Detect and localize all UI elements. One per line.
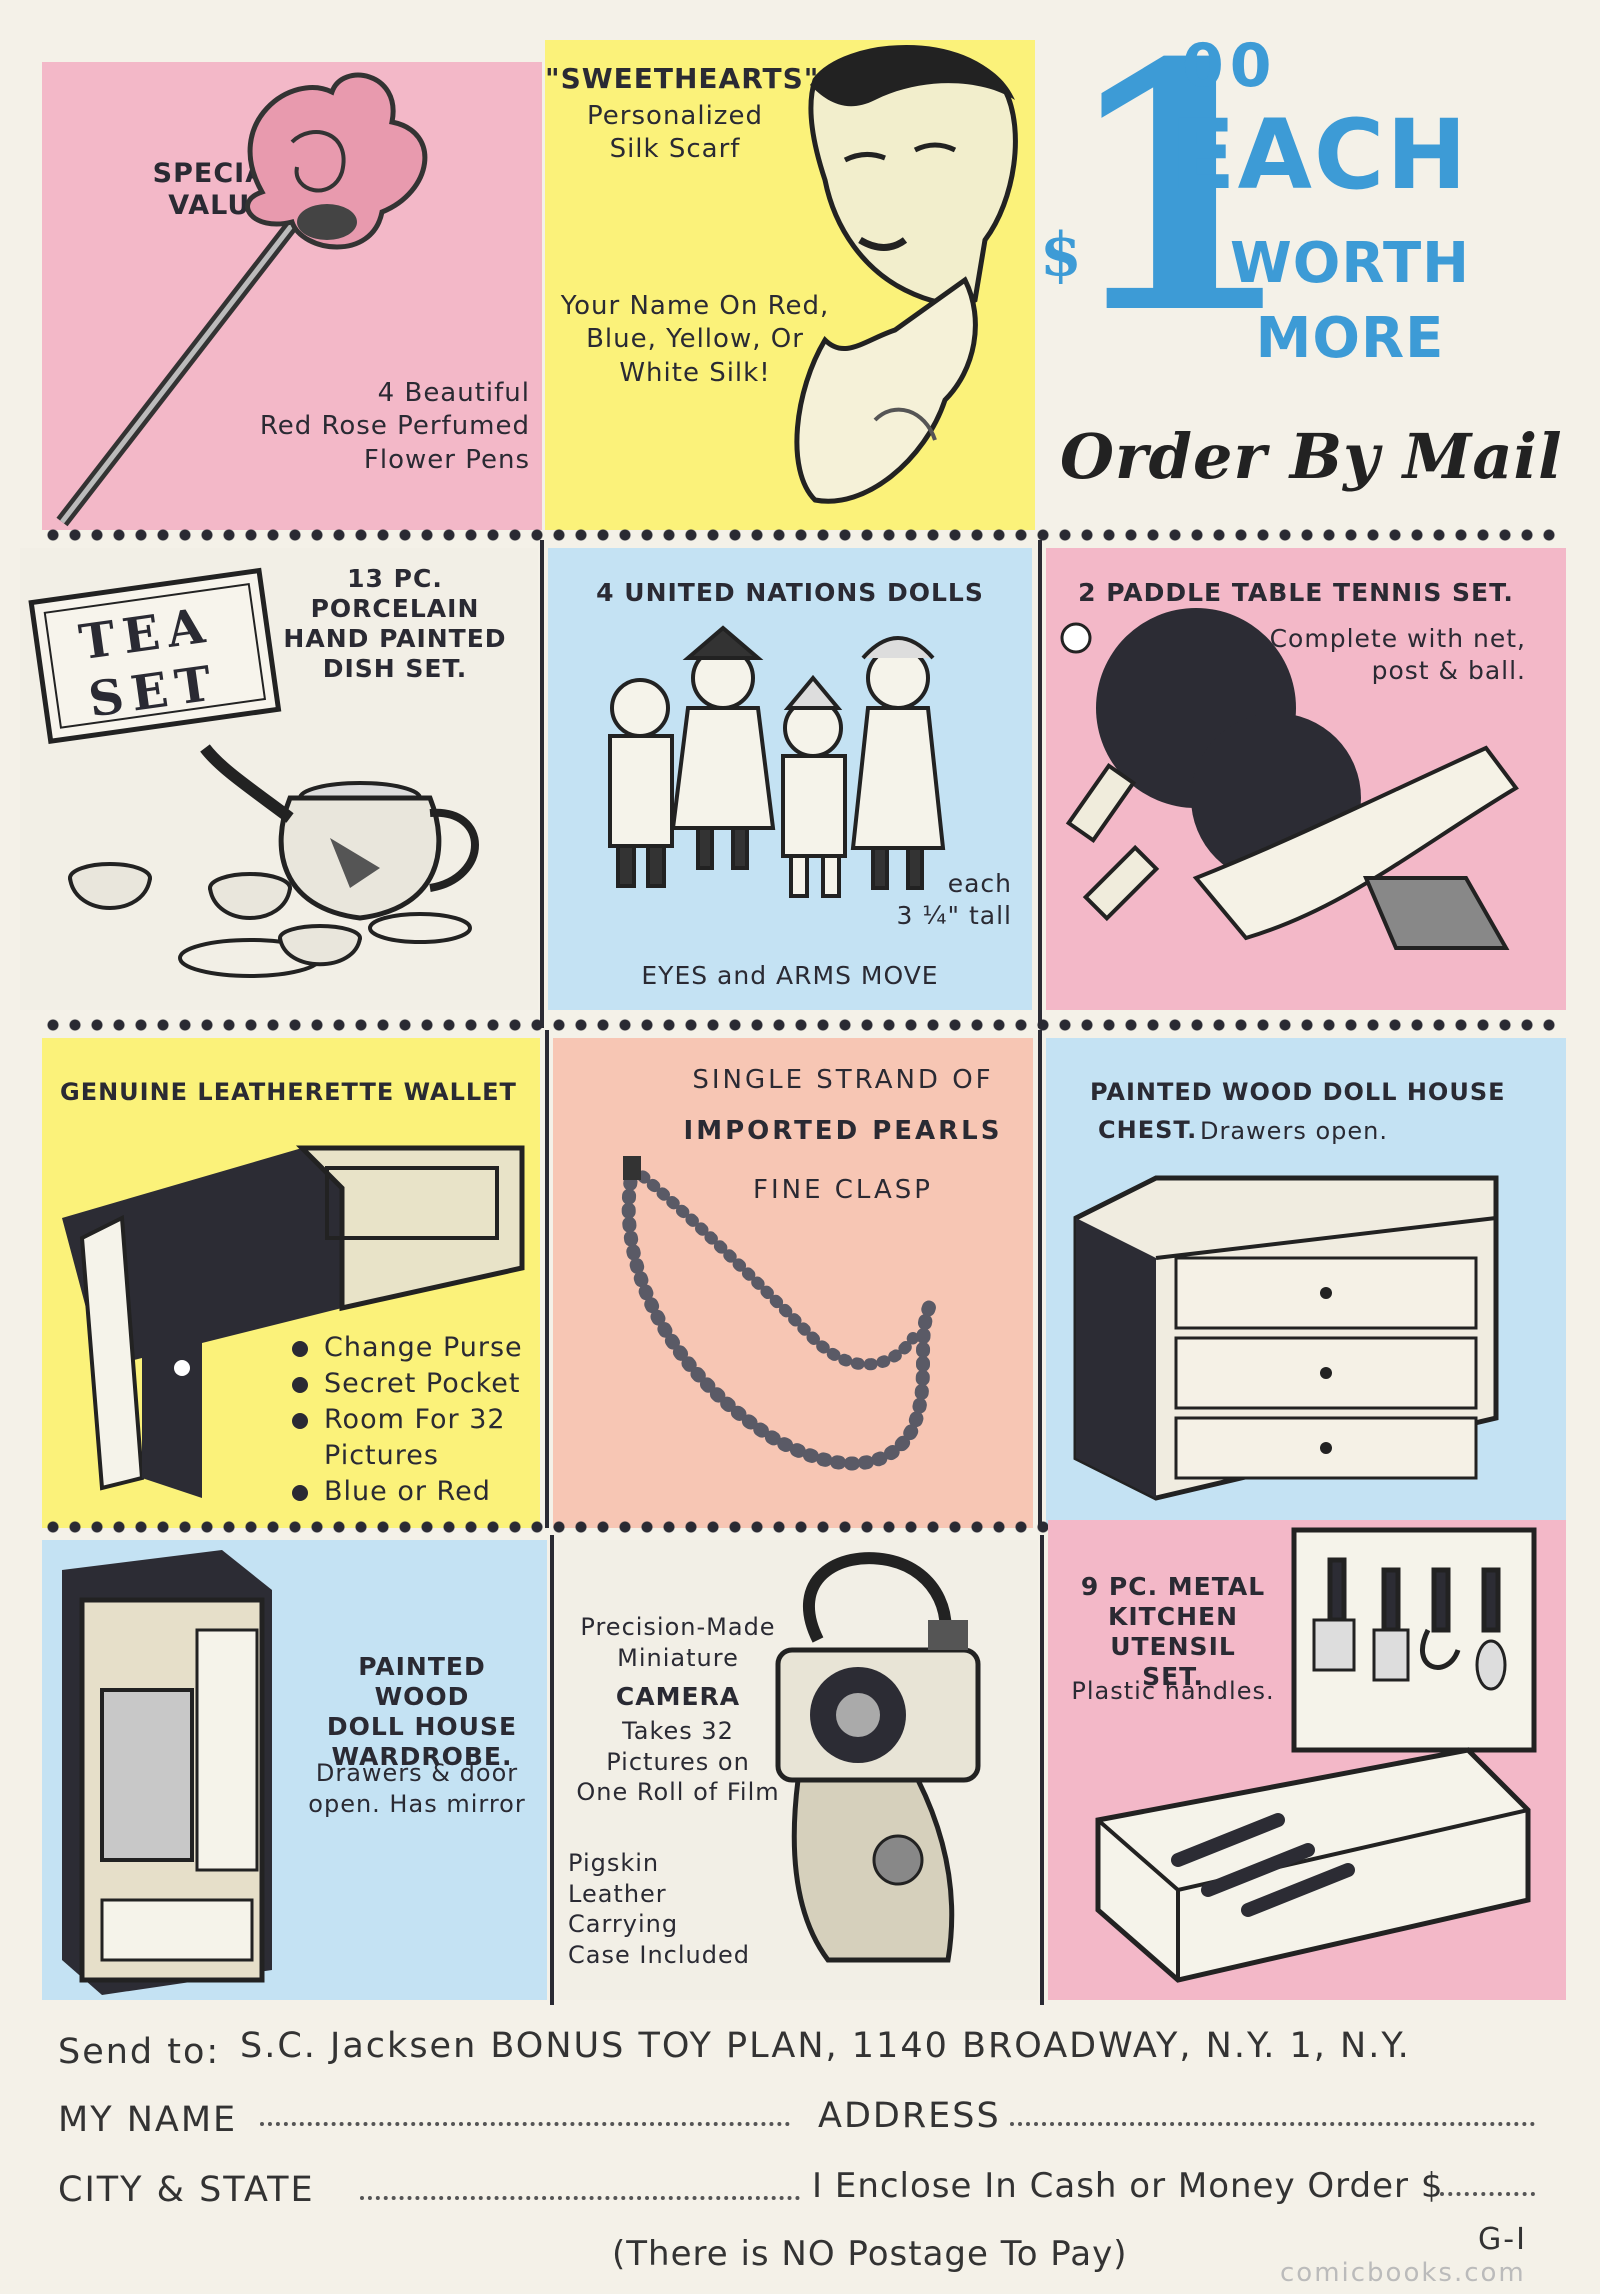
city-state-label: CITY & STATE xyxy=(58,2170,315,2210)
woman-portrait-illustration xyxy=(794,45,1018,504)
mailing-address: S.C. Jacksen BONUS TOY PLAN, 1140 BROADW… xyxy=(240,2026,1411,2066)
panel-kitchen-utensils: 9 PC. METAL KITCHEN UTENSIL SET. Plastic… xyxy=(1048,1520,1566,2000)
scarf-subtitle: Personalized Silk Scarf xyxy=(587,101,763,165)
amount-field[interactable] xyxy=(1440,2192,1535,2196)
camera-name: CAMERA xyxy=(615,1682,741,1711)
pearls-line3: FINE CLASP xyxy=(753,1175,933,1205)
postage-note: (There is NO Postage To Pay) xyxy=(612,2234,1128,2274)
divider-line xyxy=(1038,1030,1042,1528)
camera-case: Pigskin Leather Carrying Case Included xyxy=(568,1849,750,1970)
divider-line xyxy=(1040,1535,1044,2005)
panel-camera: Precision-Made Miniature CAMERA Takes 32… xyxy=(558,1540,1038,2000)
each-label: EACH xyxy=(1170,99,1469,211)
dollar-sign: $ xyxy=(1040,220,1082,290)
tennis-title: 2 PADDLE TABLE TENNIS SET. xyxy=(1078,578,1514,607)
wallet-feature: Secret Pocket xyxy=(292,1366,523,1402)
wardrobe-title: PAINTED WOOD DOLL HOUSE WARDROBE. xyxy=(326,1652,518,1771)
panel-flower-pens: SPECIAL VALUE 4 Beautiful Red Rose Perfu… xyxy=(42,62,542,530)
tea-set-title: 13 PC. PORCELAIN HAND PAINTED DISH SET. xyxy=(283,564,507,683)
tea-set-illustration xyxy=(28,567,479,978)
wallet-illustration xyxy=(62,1145,525,1498)
wardrobe-illustration xyxy=(62,1550,272,1995)
tennis-description: Complete with net, post & ball. xyxy=(1269,624,1526,685)
flower-pen-illustration xyxy=(56,72,428,527)
divider-line xyxy=(550,1535,554,2005)
dolls-note: EYES and ARMS MOVE xyxy=(641,961,939,990)
worth-label: WORTH xyxy=(1229,231,1471,296)
utensil-description: Plastic handles. xyxy=(1071,1677,1275,1705)
watermark: comicbooks.com xyxy=(1280,2258,1526,2288)
address-label: ADDRESS xyxy=(818,2096,1001,2136)
address-field[interactable] xyxy=(1010,2122,1535,2126)
wallet-feature-list: Change Purse Secret Pocket Room For 32 P… xyxy=(292,1330,523,1510)
panel-wallet: GENUINE LEATHERETTE WALLET Change Purse … xyxy=(42,1038,540,1528)
camera-illustration xyxy=(775,1552,981,1963)
scarf-title: "SWEETHEARTS" xyxy=(545,62,820,95)
wardrobe-description: Drawers & door open. Has mirror xyxy=(308,1759,526,1818)
enclose-label: I Enclose In Cash or Money Order $ xyxy=(812,2166,1444,2206)
divider-line xyxy=(1038,540,1042,1028)
pearls-line1: SINGLE STRAND OF xyxy=(692,1065,994,1095)
scarf-description: Your Name On Red, Blue, Yellow, Or White… xyxy=(560,291,830,388)
chest-description: Drawers open. xyxy=(1200,1117,1388,1145)
name-label: MY NAME xyxy=(58,2100,238,2140)
panel-silk-scarf: "SWEETHEARTS" Personalized Silk Scarf Yo… xyxy=(545,40,1035,530)
pens-description: 4 Beautiful Red Rose Perfumed Flower Pen… xyxy=(259,378,530,475)
panel-wardrobe: PAINTED WOOD DOLL HOUSE WARDROBE. Drawer… xyxy=(42,1540,547,2000)
utensil-set-illustration xyxy=(1095,1527,1537,1983)
camera-line1: Precision-Made Miniature xyxy=(580,1613,776,1672)
utensil-title: 9 PC. METAL KITCHEN UTENSIL SET. xyxy=(1080,1572,1266,1691)
pearls-line2: IMPORTED PEARLS xyxy=(683,1116,1003,1146)
tea-box-label: TEA SET xyxy=(75,597,223,729)
dolls-illustration xyxy=(608,625,946,898)
panel-pearls: SINGLE STRAND OF IMPORTED PEARLS FINE CL… xyxy=(553,1038,1033,1528)
order-by-mail-label: Order By Mail xyxy=(1060,420,1563,493)
chest-title: PAINTED WOOD DOLL HOUSE xyxy=(1090,1078,1506,1106)
city-state-field[interactable] xyxy=(360,2196,800,2200)
panel-header: $ 1 00 EACH WORTH MORE Order By Mail xyxy=(1040,30,1580,530)
dolls-title: 4 UNITED NATIONS DOLLS xyxy=(596,578,984,607)
divider-line xyxy=(540,540,544,1028)
big-one-digit: 1 xyxy=(1060,30,1297,389)
tennis-set-illustration xyxy=(1060,608,1519,950)
wallet-title: GENUINE LEATHERETTE WALLET xyxy=(60,1078,517,1106)
corner-code: G-I xyxy=(1478,2222,1527,2257)
pearl-necklace-illustration xyxy=(621,1156,940,1471)
camera-line2: Takes 32 Pictures on One Roll of Film xyxy=(576,1717,780,1807)
chest-title-2: CHEST. xyxy=(1098,1116,1198,1144)
dolls-size: each 3 ¼" tall xyxy=(896,869,1012,930)
wallet-feature: Blue or Red xyxy=(292,1474,523,1510)
panel-un-dolls: 4 UNITED NATIONS DOLLS each 3 ¼" tall EY… xyxy=(548,548,1032,1010)
divider-line xyxy=(545,1030,549,1528)
dotted-divider xyxy=(42,528,1557,542)
send-to-label: Send to: xyxy=(58,2032,221,2072)
dotted-divider xyxy=(42,1018,1557,1032)
panel-table-tennis: 2 PADDLE TABLE TENNIS SET. Complete with… xyxy=(1046,548,1566,1010)
chest-illustration xyxy=(1073,1175,1499,1501)
wallet-feature: Room For 32 Pictures xyxy=(292,1402,523,1474)
wallet-feature: Change Purse xyxy=(292,1330,523,1366)
cents-superscript: 00 xyxy=(1182,31,1278,101)
panel-tea-set: 13 PC. PORCELAIN HAND PAINTED DISH SET. … xyxy=(20,548,538,1010)
name-field[interactable] xyxy=(260,2122,790,2126)
panel-doll-house-chest: PAINTED WOOD DOLL HOUSE CHEST. Drawers o… xyxy=(1046,1038,1566,1528)
more-label: MORE xyxy=(1255,306,1445,371)
